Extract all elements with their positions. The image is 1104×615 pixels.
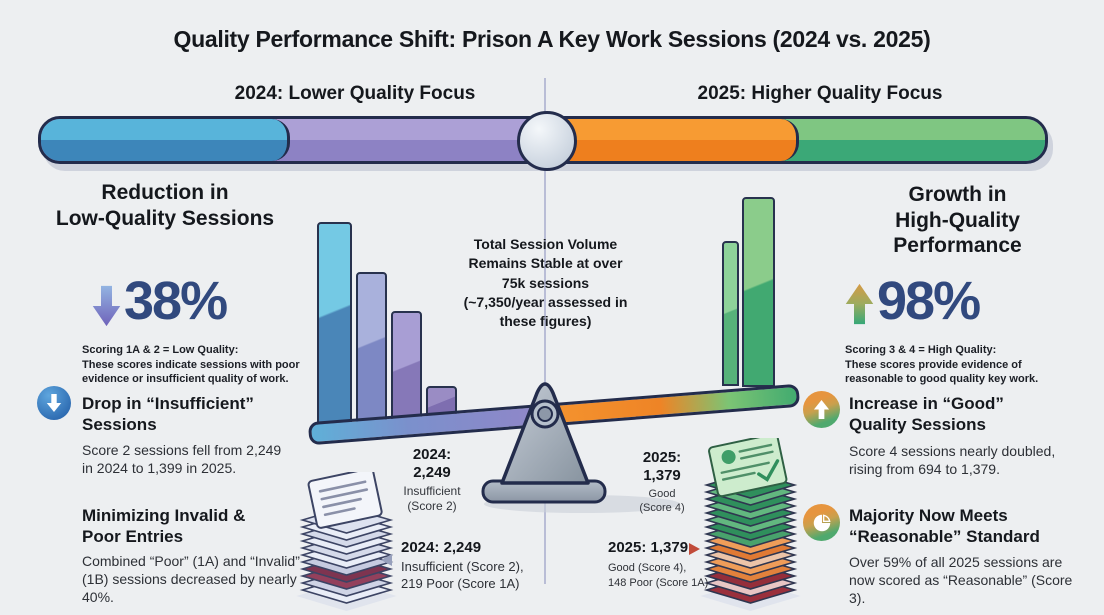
white-up-arrow-glyph (813, 400, 830, 419)
timeline-segment-green (783, 119, 1045, 161)
seesaw-label-2025-title: 2025: 1,379 (642, 449, 682, 484)
seesaw-bar-2024-2 (356, 272, 387, 428)
down-trend-arrow-icon (92, 285, 121, 327)
paper-stack-2025-icon (700, 438, 801, 611)
right-heading: Growth in High-Quality Performance (893, 183, 1022, 258)
stack-pointer-right-icon (689, 543, 700, 555)
stack-label-2025-sub: Good (Score 4), 148 Poor (Score 1A) (608, 562, 709, 589)
left-section-2-body: Combined “Poor” (1A) and “Invalid” (1B) … (82, 553, 300, 606)
seesaw-bar-2024-3 (391, 311, 422, 425)
right-section-2-body: Over 59% of all 2025 sessions are now sc… (849, 554, 1073, 607)
circle-down-arrow-icon (37, 386, 71, 420)
left-stat-value: 38% (124, 271, 228, 331)
left-section-2-heading: Minimizing Invalid & Poor Entries (82, 506, 246, 546)
timeline-segment-blue (41, 119, 290, 161)
white-down-arrow-glyph (46, 394, 62, 412)
left-section-1-body: Score 2 sessions fell from 2,249 in 2024… (82, 442, 282, 477)
timeline-segment-purple (273, 119, 541, 161)
seesaw-label-2024-title: 2024: 2,249 (412, 446, 452, 481)
left-heading: Reduction in Low-Quality Sessions (55, 181, 275, 230)
center-divider-line (544, 78, 546, 584)
white-pie-glyph (813, 513, 831, 531)
right-caption: Scoring 3 & 4 = High Quality: These scor… (845, 344, 1039, 386)
right-stat-value: 98% (877, 271, 981, 331)
stack-label-2024-sub: Insufficient (Score 2), 219 Poor (Score … (401, 559, 524, 591)
left-caption: Scoring 1A & 2 = Low Quality: These scor… (82, 344, 300, 386)
right-section-2-heading: Majority Now Meets “Reasonable” Standard (849, 506, 1040, 546)
up-trend-arrow-icon (845, 283, 874, 325)
volume-note: Total Session Volume Remains Stable at o… (463, 236, 628, 330)
stack-pointer-left-icon (381, 554, 392, 566)
seesaw-bar-2025-1 (722, 241, 739, 386)
axis-header-2025: 2025: Higher Quality Focus (697, 83, 943, 104)
paper-stack-2024-icon (296, 472, 397, 611)
seesaw-bar-2024-1 (317, 222, 352, 434)
right-section-1-body: Score 4 sessions nearly doubled, rising … (849, 443, 1056, 478)
seesaw-bar-2025-2 (742, 197, 775, 387)
circle-pie-chart-icon (803, 504, 840, 541)
right-section-1-heading: Increase in “Good” Quality Sessions (849, 394, 1004, 434)
page-title: Quality Performance Shift: Prison A Key … (173, 26, 931, 52)
axis-header-2024: 2024: Lower Quality Focus (234, 83, 476, 104)
timeline-segment-orange (540, 119, 800, 161)
seesaw-label-2024-sub: Insufficient (Score 2) (403, 484, 461, 513)
stack-label-2024-title: 2024: 2,249 (401, 539, 482, 556)
timeline-center-knob (517, 111, 577, 171)
circle-up-arrow-icon (803, 391, 840, 428)
stack-label-2025-title: 2025: 1,379 (608, 539, 689, 556)
left-section-1-heading: Drop in “Insufficient” Sessions (82, 394, 254, 434)
seesaw-fulcrum (481, 382, 680, 513)
seesaw-label-2025-sub: Good (Score 4) (639, 488, 685, 515)
